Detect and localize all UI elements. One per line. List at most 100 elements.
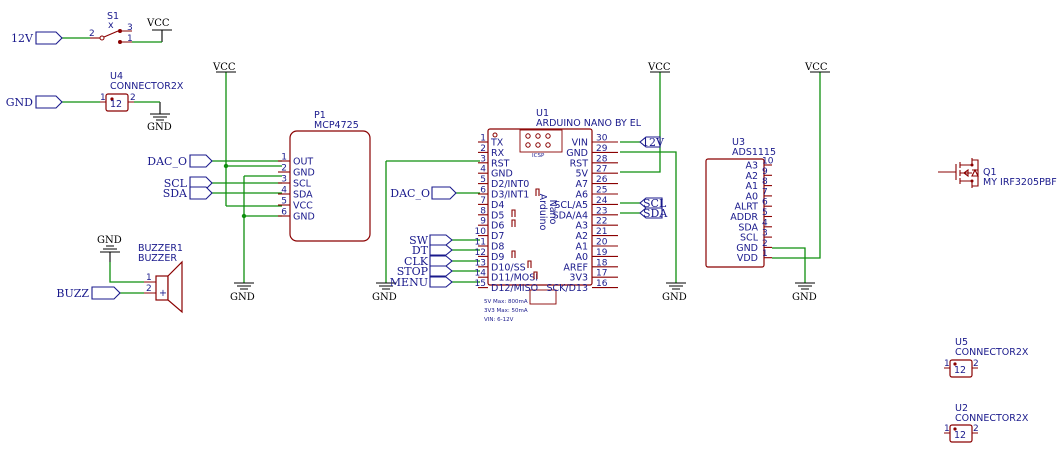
svg-text:12V: 12V <box>11 32 34 45</box>
q1-value: MY IRF3205PBF <box>983 177 1057 188</box>
net-label-sda: SDA <box>639 207 668 220</box>
vcc-label: VCC <box>647 62 671 73</box>
pin-number: 21 <box>596 227 607 237</box>
icsp-header <box>525 133 551 148</box>
pin-number: 2 <box>89 29 95 39</box>
pin-number: 1 <box>944 359 950 369</box>
pin-number: 4 <box>480 165 486 175</box>
gnd-symbol: GND <box>662 282 687 303</box>
pin-number: 7 <box>762 187 768 197</box>
pin-number: 14 <box>475 269 487 279</box>
pin-name: A6 <box>575 190 588 201</box>
pin-name: D3/INT1 <box>491 190 529 201</box>
net-label-menu: MENU <box>390 276 453 289</box>
u1-ref: U1 <box>536 108 549 119</box>
adc-module-u3: U3 ADS1115 10A39A28A17A06ALRT5ADDR4SDA3S… <box>705 137 776 268</box>
svg-text:DAC_O: DAC_O <box>147 155 187 168</box>
pin-name: RX <box>491 148 505 159</box>
gnd-symbol: GND <box>147 102 172 133</box>
net-label-stop: STOP <box>397 265 453 278</box>
u5-ref: U5 <box>955 337 968 348</box>
svg-text:12V: 12V <box>642 136 665 149</box>
pin-number: 9 <box>762 167 768 177</box>
net-label-scl: SCL <box>639 197 667 210</box>
pin-number: 10 <box>475 227 487 237</box>
pin-number: 23 <box>596 206 607 216</box>
pin-name: D8 <box>491 242 504 253</box>
svg-text:STOP: STOP <box>397 265 429 278</box>
u1-value: ARDUINO NANO BY EL <box>536 118 642 129</box>
gnd-label: GND <box>372 292 397 303</box>
svg-text:DT: DT <box>412 244 429 257</box>
pin-number: 8 <box>762 177 768 187</box>
pin-number: 6 <box>281 208 287 218</box>
pin-name: ALRT <box>734 202 758 213</box>
pwm-mark <box>535 188 540 196</box>
pin-name: A1 <box>575 242 588 253</box>
spec-note: 5V Max: 800mA <box>484 299 528 305</box>
pin-number: 8 <box>480 206 486 216</box>
pin-name: A0 <box>745 191 758 202</box>
pin-name: A7 <box>575 179 588 190</box>
pin-number: 22 <box>596 217 607 227</box>
gnd-label: GND <box>97 235 122 246</box>
pin-name: RST <box>491 158 510 169</box>
gnd-symbol: GND <box>372 282 397 303</box>
q1-ref: Q1 <box>983 167 997 178</box>
pin-number: 12 <box>475 248 486 258</box>
pin-name: A3 <box>575 221 588 232</box>
pwm-mark <box>511 250 516 258</box>
pin-name: A2 <box>575 231 588 242</box>
pin-number: 27 <box>596 165 607 175</box>
pin-number: 1 <box>127 34 133 44</box>
net-label-dac-o: DAC_O <box>390 186 457 200</box>
pin-number: 24 <box>596 196 608 206</box>
pin-name: SDA <box>293 190 313 201</box>
vcc-symbol: VCC <box>212 62 236 73</box>
gnd-symbol: GND <box>97 235 122 262</box>
pwm-mark <box>527 260 532 268</box>
svg-text:BUZZ: BUZZ <box>56 287 89 300</box>
pin-number: 1 <box>281 153 287 163</box>
pin-name: A0 <box>575 252 588 263</box>
pin-number: 6 <box>480 186 486 196</box>
svg-text:CLK: CLK <box>404 255 429 268</box>
net-label-sda: SDA <box>163 186 213 200</box>
pin-number: 2 <box>480 144 486 154</box>
u1-right-pins: 30VIN29GND28RST275V26A725A624SCL/A523SDA… <box>547 134 618 294</box>
pin-name: D12/MISO <box>491 283 538 294</box>
pin-name: GND <box>736 243 758 254</box>
u5-value: CONNECTOR2X <box>955 347 1029 358</box>
pin-name: GND <box>491 169 513 180</box>
u3-value: ADS1115 <box>732 147 776 158</box>
pin-name: D9 <box>491 252 504 263</box>
gnd-label: GND <box>662 292 687 303</box>
pin-name: VIN <box>572 138 588 149</box>
pin-name: SCL/A5 <box>554 200 588 211</box>
pin-name: OUT <box>293 157 313 168</box>
pin-name: VDD <box>737 253 758 264</box>
pin-name: A2 <box>745 171 758 182</box>
pin-name: SDA/A4 <box>553 210 588 221</box>
u3-ref: U3 <box>732 137 745 148</box>
pin-number: 3 <box>127 23 133 33</box>
icsp-label: ICSP <box>532 153 545 159</box>
global-labels: 12V GND DAC_O SCL SDA BUZZ DAC_O SW <box>6 31 668 300</box>
svg-text:SCL: SCL <box>643 197 667 210</box>
pin-name: TX <box>490 138 504 149</box>
u4-ref: U4 <box>110 71 123 82</box>
connector-u5: U5 CONNECTOR2X 12 1 2 <box>944 337 1029 378</box>
pin-number: 1 <box>146 273 152 283</box>
vcc-label: VCC <box>212 62 236 73</box>
connector-pins: 12 <box>954 365 966 376</box>
pin-number: 16 <box>596 279 608 289</box>
pin-name: SCK/D13 <box>547 283 589 294</box>
pin-number: 6 <box>762 198 768 208</box>
net-label-sw: SW <box>409 234 453 247</box>
p1-ref: P1 <box>314 110 326 121</box>
svg-text:DAC_O: DAC_O <box>390 187 430 200</box>
pin-number: 11 <box>475 238 486 248</box>
pin-name: RST <box>570 158 589 169</box>
gnd-symbol: GND <box>792 282 817 303</box>
